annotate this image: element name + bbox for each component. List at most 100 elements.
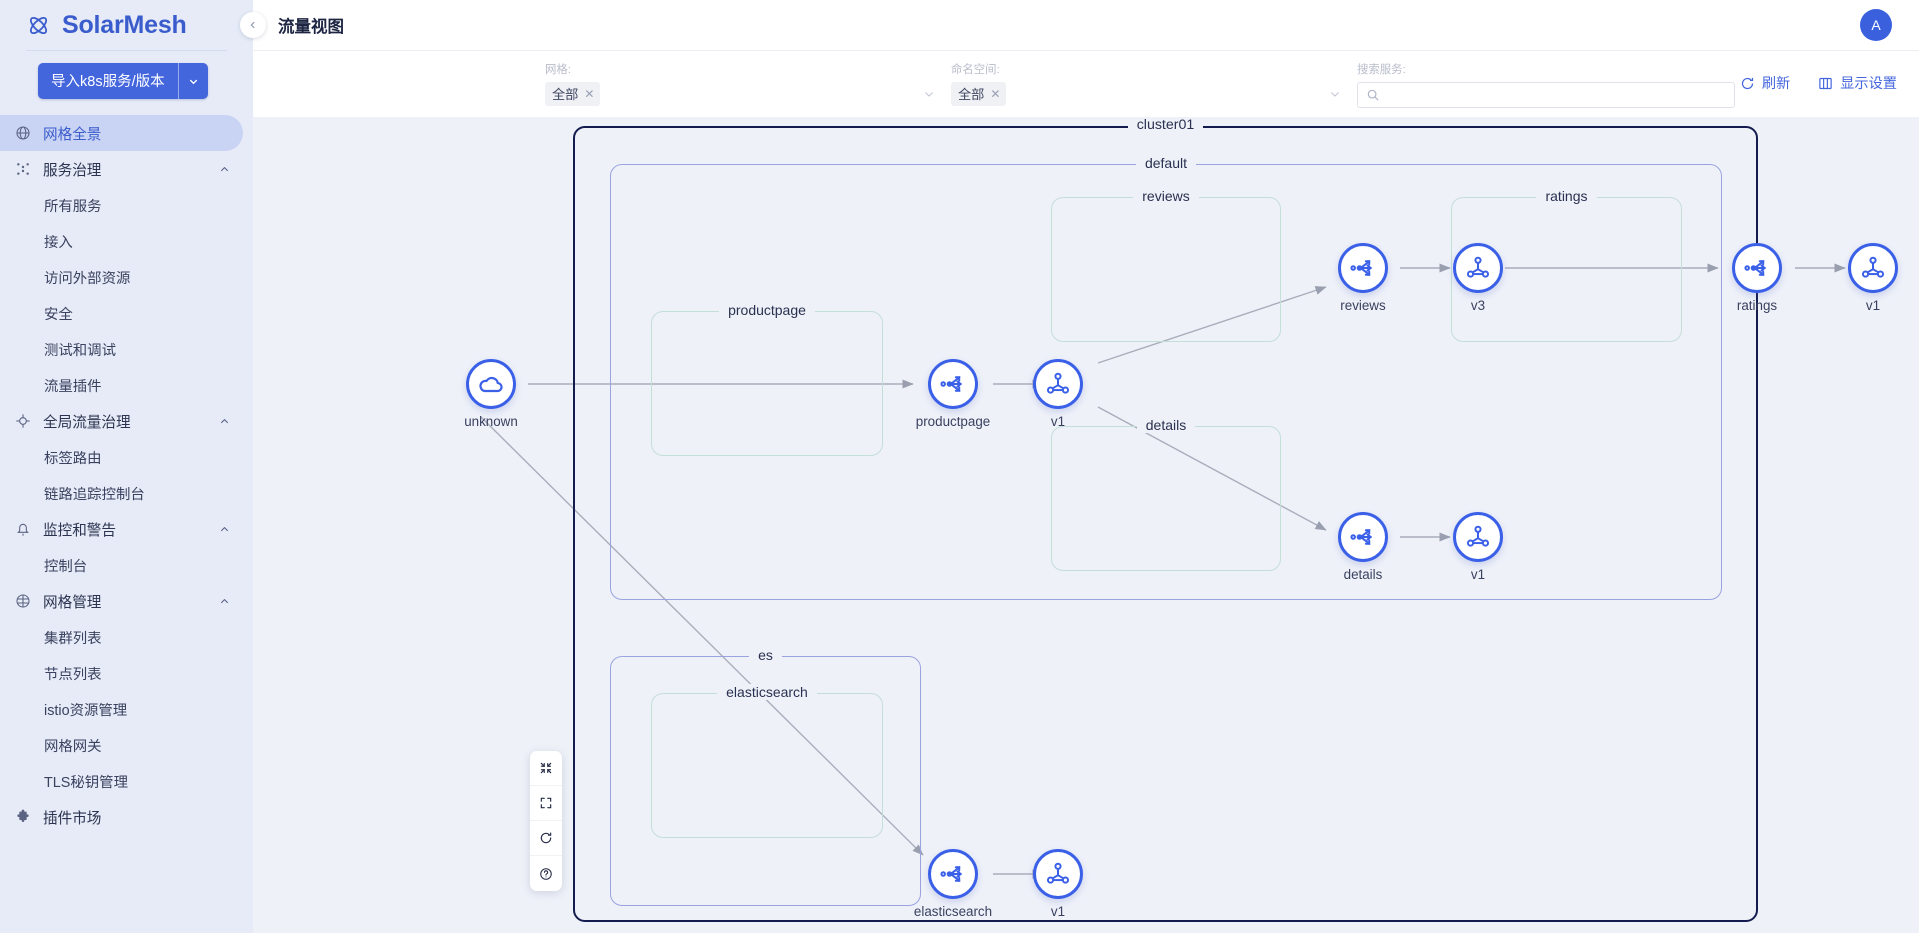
graph-node-label: ratings <box>1736 298 1778 313</box>
reset-button[interactable] <box>530 821 562 856</box>
graph-service-box-elasticsearch[interactable]: elasticsearch <box>651 684 883 838</box>
sidebar-item-16[interactable]: istio资源管理 <box>0 691 253 727</box>
shrink-button[interactable] <box>530 751 562 786</box>
sidebar-item-3[interactable]: 接入 <box>0 223 253 259</box>
graph-namespace-box-es[interactable]: es <box>610 647 921 906</box>
graph-namespace-label-es: es <box>611 647 920 663</box>
sidebar-item-1[interactable]: 服务治理 <box>0 151 253 187</box>
import-button-wrap: 导入k8s服务/版本 <box>0 51 253 113</box>
graph-node-label: v1 <box>1050 904 1066 919</box>
canvas-controls <box>530 751 562 891</box>
close-icon[interactable]: ✕ <box>990 86 1001 101</box>
sidebar-item-8[interactable]: 全局流量治理 <box>0 403 253 439</box>
graph-service-label-reviews: reviews <box>1052 188 1280 204</box>
service-icon[interactable] <box>1337 243 1388 293</box>
sidebar-item-13[interactable]: 网格管理 <box>0 583 253 619</box>
chevron-up-icon[interactable] <box>219 596 229 606</box>
graph-namespace-label-default: default <box>611 155 1721 171</box>
close-icon[interactable]: ✕ <box>584 86 595 101</box>
graph-service-label-elasticsearch: elasticsearch <box>652 684 882 700</box>
toolbar-actions: 刷新 显示设置 <box>1740 73 1897 93</box>
sidebar-item-9[interactable]: 标签路由 <box>0 439 253 475</box>
workload-icon[interactable] <box>1033 359 1083 409</box>
chevron-up-icon[interactable] <box>219 164 229 174</box>
chevron-down-icon[interactable] <box>179 63 208 99</box>
sidebar-item-0[interactable]: 网格全景 <box>0 115 243 151</box>
cloud-icon[interactable] <box>466 359 516 409</box>
sidebar-item-7[interactable]: 流量插件 <box>0 367 253 403</box>
sidebar-item-label: 访问外部资源 <box>44 270 131 287</box>
graph-namespace-box-default[interactable]: default <box>610 155 1722 600</box>
chevron-down-icon[interactable] <box>1329 88 1341 100</box>
graph-service-box-productpage[interactable]: productpage <box>651 302 883 456</box>
graph-node-label: v1 <box>1470 567 1486 582</box>
sidebar-item-2[interactable]: 所有服务 <box>0 187 253 223</box>
atom-icon <box>26 13 51 38</box>
page-title: 流量视图 <box>278 18 344 36</box>
graph-node-label: unknown <box>464 414 518 429</box>
graph-canvas[interactable]: cluster01 default es productpage <box>253 117 1919 933</box>
graph-node-label: v1 <box>1050 414 1066 429</box>
service-icon[interactable] <box>928 849 978 899</box>
sidebar-item-11[interactable]: 监控和警告 <box>0 511 253 547</box>
service-icon[interactable] <box>928 359 978 409</box>
search-input[interactable] <box>1386 87 1726 103</box>
namespace-filter-tag[interactable]: 全部 ✕ <box>951 82 1007 106</box>
shrink-icon <box>539 761 553 775</box>
sidebar-item-12[interactable]: 控制台 <box>0 547 253 583</box>
namespace-filter-select[interactable]: 全部 ✕ <box>951 82 1341 106</box>
sidebar-item-4[interactable]: 访问外部资源 <box>0 259 253 295</box>
sidebar-collapse-button[interactable] <box>240 12 266 38</box>
graph-service-box-ratings[interactable]: ratings <box>1451 188 1682 342</box>
mesh-filter-select[interactable]: 全部 ✕ <box>545 82 935 106</box>
chevron-left-icon <box>250 21 255 29</box>
graph-node-label: v1 <box>1865 298 1881 313</box>
fullscreen-button[interactable] <box>530 786 562 821</box>
import-button-label: 导入k8s服务/版本 <box>38 63 179 99</box>
sidebar: SolarMesh 导入k8s服务/版本 网格全景服务治理所有服务接入访问外部资… <box>0 0 253 933</box>
workload-icon[interactable] <box>1848 243 1898 293</box>
graph-service-label-productpage: productpage <box>652 302 882 318</box>
sidebar-item-14[interactable]: 集群列表 <box>0 619 253 655</box>
sidebar-item-6[interactable]: 测试和调试 <box>0 331 253 367</box>
search-service-box[interactable] <box>1357 82 1735 108</box>
fullscreen-icon <box>539 796 553 810</box>
puzzle-icon <box>14 808 32 826</box>
sidebar-item-label: 控制台 <box>44 558 88 575</box>
graph-service-box-reviews[interactable]: reviews <box>1051 188 1281 342</box>
sidebar-item-label: 测试和调试 <box>44 342 116 359</box>
chevron-up-icon[interactable] <box>219 524 229 534</box>
chevron-up-icon[interactable] <box>219 416 229 426</box>
sidebar-item-5[interactable]: 安全 <box>0 295 253 331</box>
sidebar-item-17[interactable]: 网格网关 <box>0 727 253 763</box>
brand[interactable]: SolarMesh <box>0 0 253 50</box>
workload-icon[interactable] <box>1453 512 1503 562</box>
avatar[interactable]: A <box>1860 9 1892 41</box>
sidebar-item-10[interactable]: 链路追踪控制台 <box>0 475 253 511</box>
search-icon <box>1367 89 1379 101</box>
topbar: 流量视图 A <box>240 0 1919 50</box>
sidebar-item-19[interactable]: 插件市场 <box>0 799 253 835</box>
search-filter-group: 搜索服务: <box>1357 61 1735 108</box>
graph-service-box-details[interactable]: details <box>1051 417 1281 571</box>
display-settings-button[interactable]: 显示设置 <box>1818 73 1897 93</box>
chevron-down-icon[interactable] <box>923 88 935 100</box>
graph-node-label: productpage <box>915 414 991 429</box>
service-icon[interactable] <box>1337 512 1388 562</box>
sidebar-item-15[interactable]: 节点列表 <box>0 655 253 691</box>
graph-node-label: details <box>1343 567 1383 582</box>
workload-icon[interactable] <box>1033 849 1083 899</box>
help-button[interactable] <box>530 856 562 891</box>
sidebar-item-label: 服务治理 <box>43 162 102 179</box>
refresh-button[interactable]: 刷新 <box>1740 73 1790 93</box>
mesh-filter-tag[interactable]: 全部 ✕ <box>545 82 601 106</box>
graph-cluster-box[interactable]: cluster01 <box>573 117 1758 922</box>
workload-icon[interactable] <box>1453 243 1503 293</box>
sidebar-item-18[interactable]: TLS秘钥管理 <box>0 763 253 799</box>
service-icon[interactable] <box>1732 243 1782 293</box>
graph-service-label-details: details <box>1052 417 1280 433</box>
sidebar-item-label: 标签路由 <box>44 450 102 467</box>
import-k8s-button[interactable]: 导入k8s服务/版本 <box>38 63 208 99</box>
sidebar-item-label: 集群列表 <box>44 630 102 647</box>
